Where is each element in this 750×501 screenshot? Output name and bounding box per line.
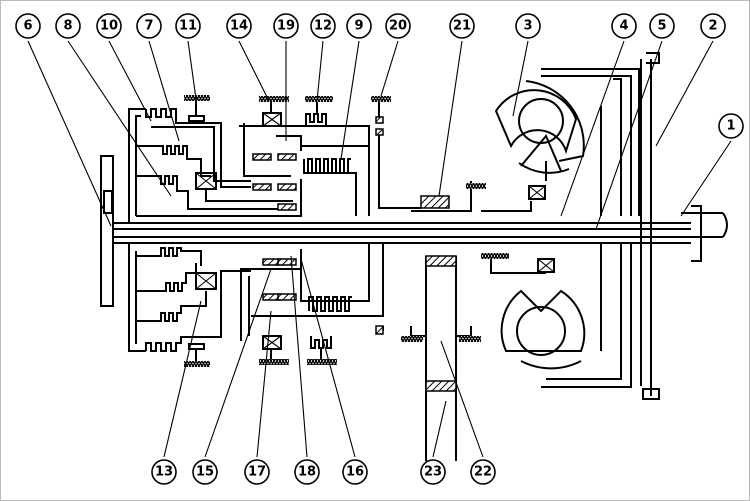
callout-17: 17 [244, 459, 270, 485]
svg-text:13: 13 [155, 465, 173, 480]
svg-text:1: 1 [726, 119, 735, 134]
callout-2: 2 [700, 13, 726, 39]
svg-text:19: 19 [277, 19, 295, 34]
svg-text:16: 16 [346, 465, 364, 480]
callout-23: 23 [420, 459, 446, 485]
callout-18: 18 [294, 459, 320, 485]
torque-converter [411, 68, 640, 388]
svg-text:20: 20 [389, 19, 407, 34]
callout-21: 21 [449, 13, 475, 39]
output-gears [401, 255, 481, 461]
callout-13: 13 [151, 459, 177, 485]
svg-text:2: 2 [708, 19, 717, 34]
callout-22: 22 [470, 459, 496, 485]
svg-text:18: 18 [298, 465, 316, 480]
svg-text:23: 23 [424, 465, 442, 480]
svg-text:14: 14 [230, 19, 248, 34]
svg-text:21: 21 [453, 19, 471, 34]
callout-14: 14 [226, 13, 252, 39]
svg-text:11: 11 [179, 19, 197, 34]
svg-text:12: 12 [314, 19, 332, 34]
svg-text:7: 7 [144, 19, 153, 34]
svg-text:15: 15 [196, 465, 214, 480]
callout-6: 6 [15, 13, 41, 39]
upper-clutch-assembly [128, 95, 302, 223]
svg-text:8: 8 [63, 19, 72, 34]
callout-3: 3 [515, 13, 541, 39]
svg-text:10: 10 [100, 19, 118, 34]
callout-4: 4 [611, 13, 637, 39]
callout-20: 20 [385, 13, 411, 39]
callout-5: 5 [649, 13, 675, 39]
svg-text:17: 17 [248, 465, 266, 480]
svg-text:4: 4 [619, 19, 628, 34]
svg-text:6: 6 [23, 19, 32, 34]
drive-plate [100, 155, 114, 307]
svg-text:22: 22 [474, 465, 492, 480]
callout-16: 16 [342, 459, 368, 485]
callout-9: 9 [346, 13, 372, 39]
callout-11: 11 [175, 13, 201, 39]
svg-text:9: 9 [354, 19, 363, 34]
callout-8: 8 [55, 13, 81, 39]
callout-7: 7 [136, 13, 162, 39]
main-shafts [113, 205, 728, 262]
lower-clutch-assembly [128, 243, 384, 367]
callout-19: 19 [273, 13, 299, 39]
front-cover [640, 52, 660, 400]
leader-lines [27, 40, 732, 458]
planetary-gear-set [239, 96, 450, 216]
svg-text:3: 3 [523, 19, 532, 34]
callout-15: 15 [192, 459, 218, 485]
callout-1: 1 [718, 113, 744, 139]
callout-10: 10 [96, 13, 122, 39]
svg-text:5: 5 [657, 19, 666, 34]
callout-12: 12 [310, 13, 336, 39]
